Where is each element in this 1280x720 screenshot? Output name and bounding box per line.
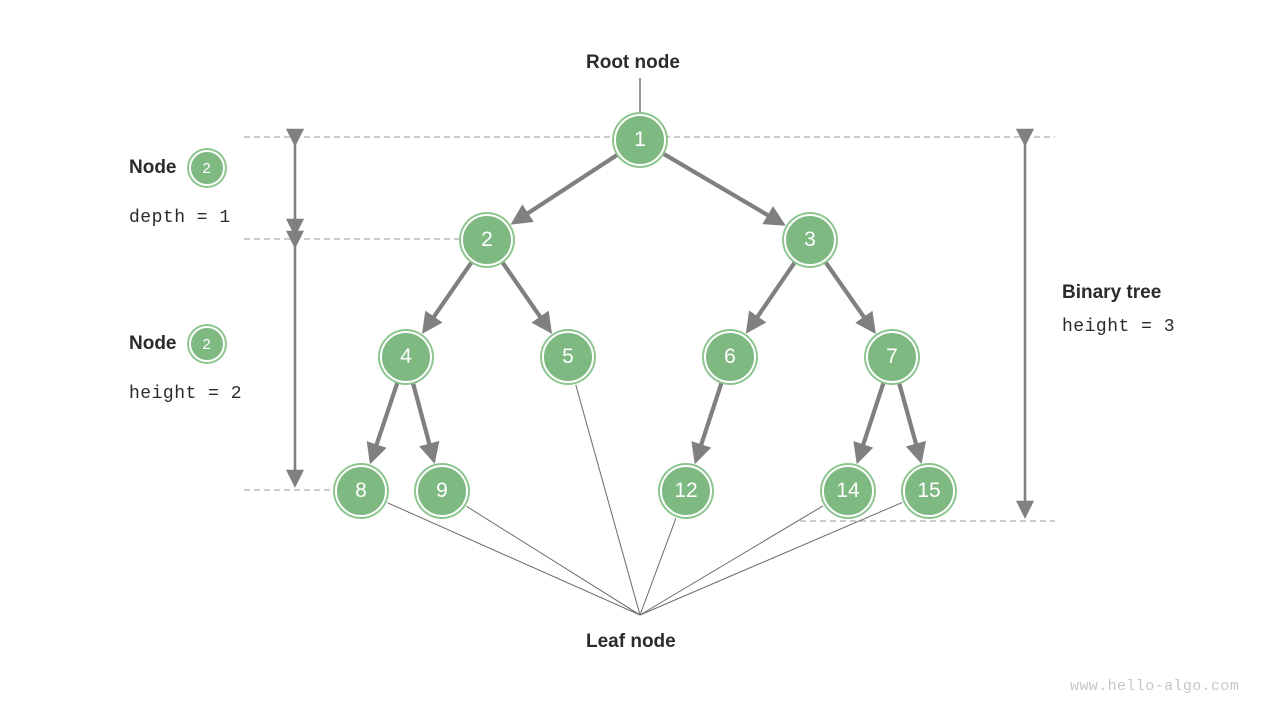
tree-edge (500, 261, 552, 334)
measure-arrows (285, 128, 1035, 519)
tree-edge (662, 151, 786, 226)
tree-node-value: 9 (436, 479, 448, 502)
depth-node-word: Node (129, 157, 177, 178)
tree-node-14[interactable]: 14 (822, 465, 874, 517)
leaf-fan-line (575, 384, 641, 616)
tree-node-value: 1 (634, 128, 646, 151)
watermark: www.hello-algo.com (1070, 678, 1240, 695)
tree-node-15[interactable]: 15 (903, 465, 955, 517)
tree-node-4[interactable]: 4 (380, 331, 432, 383)
tree-node-value: 12 (674, 479, 698, 502)
tree-edge (823, 260, 876, 334)
tree-node-1[interactable]: 1 (614, 114, 666, 166)
tree-edge (510, 153, 619, 225)
tree-edge (691, 381, 724, 465)
depth-annotation: Node 2 (129, 150, 225, 186)
tree-node-value: 8 (355, 479, 367, 502)
depth-metric: depth = 1 (129, 208, 231, 228)
height-metric: height = 2 (129, 384, 243, 404)
tree-node-9[interactable]: 9 (416, 465, 468, 517)
root-node-label: Root node (586, 52, 680, 73)
tree-node-value: 3 (804, 228, 816, 251)
height-annotation: Node 2 (129, 326, 225, 362)
leaf-fan-line (639, 501, 903, 616)
tree-node-value: 5 (562, 345, 574, 368)
tree-edge (422, 261, 474, 334)
tree-node-value: 15 (917, 479, 941, 502)
tree-edge (853, 381, 886, 465)
leaf-node-label: Leaf node (586, 631, 676, 652)
height-node-word: Node (129, 333, 177, 354)
tree-edge (745, 261, 797, 334)
tree-node-7[interactable]: 7 (866, 331, 918, 383)
tree-node-6[interactable]: 6 (704, 331, 756, 383)
leaf-fan-line (639, 518, 677, 616)
tree-height-metric: height = 3 (1062, 317, 1176, 337)
leaf-fan-line (639, 505, 824, 616)
tree-edge (410, 382, 440, 464)
tree-node-value: 6 (724, 345, 736, 368)
tree-edge (897, 382, 927, 464)
tree-node-value: 2 (481, 228, 493, 251)
tree-title: Binary tree (1062, 282, 1162, 303)
depth-node-badge: 2 (188, 150, 225, 186)
tree-node-3[interactable]: 3 (784, 214, 836, 266)
height-node-badge: 2 (188, 326, 225, 362)
tree-node-8[interactable]: 8 (335, 465, 387, 517)
tree-node-value: 4 (400, 345, 412, 368)
tree-node-2[interactable]: 2 (461, 214, 513, 266)
tree-edge (366, 381, 400, 465)
tree-node-value: 7 (886, 345, 898, 368)
leaf-fan-line (466, 505, 641, 616)
tree-node-12[interactable]: 12 (660, 465, 712, 517)
tree-node-value: 14 (836, 479, 860, 502)
leaf-fan-line (387, 502, 641, 616)
tree-node-5[interactable]: 5 (542, 331, 594, 383)
